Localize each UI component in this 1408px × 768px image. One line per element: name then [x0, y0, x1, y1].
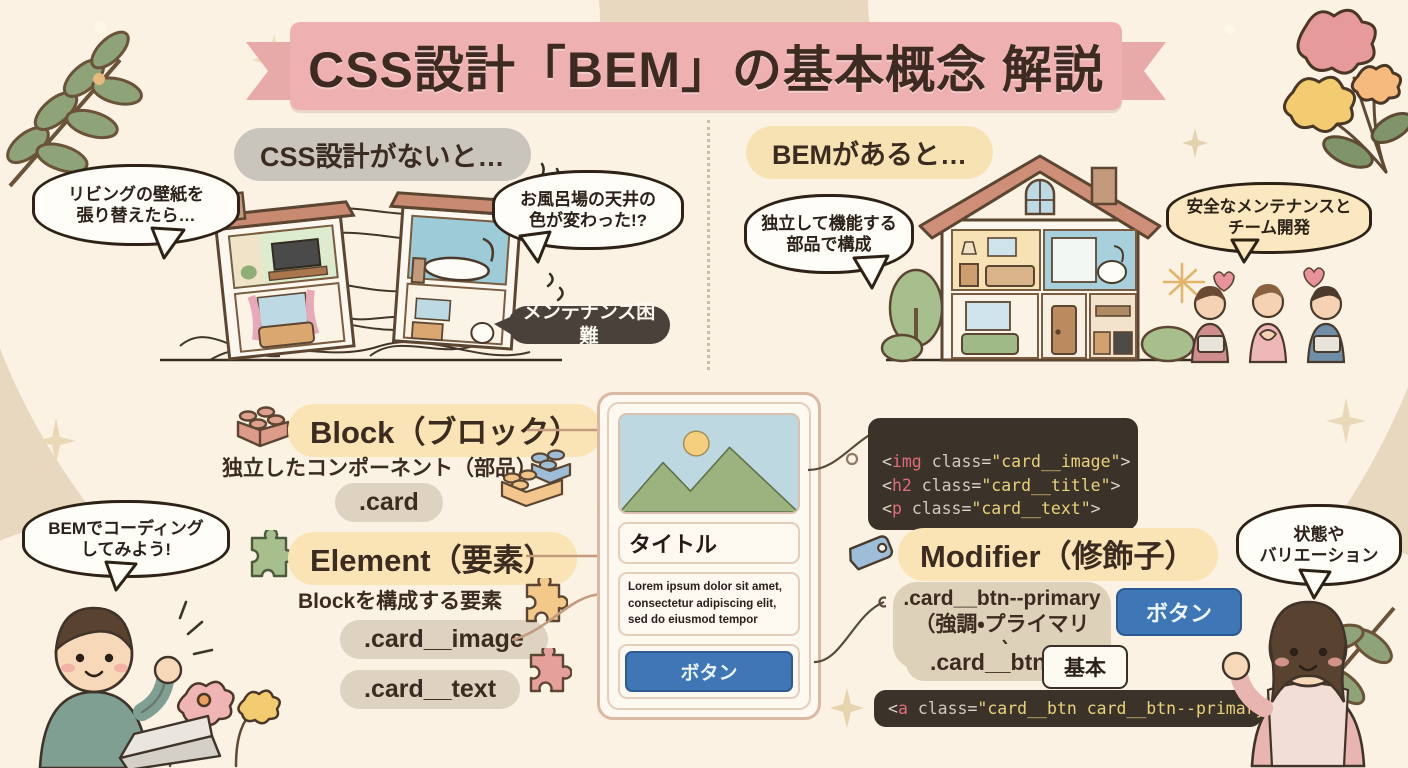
badge-maintenance-difficult-text: メンテナンス困難	[522, 302, 656, 347]
mountain-placeholder-icon	[620, 415, 798, 512]
speech-bubble-wallpaper: リビングの壁紙を 張り替えたら…	[32, 164, 240, 246]
code-tag-a: a	[897, 699, 908, 718]
speech-bubble-independent-parts-text: 独立して機能する 部品で構成	[761, 213, 897, 254]
code-attr-class-modifier: class	[917, 699, 968, 718]
code-value-card-btn-primary: card__btn card__btn--primary	[987, 699, 1266, 718]
section-divider	[707, 120, 710, 370]
code-value-card-title: card__title	[991, 475, 1101, 495]
concept-subtitle-block: 独立したコンポーネント（部品）	[222, 457, 537, 480]
concept-title-block: Block（ブロック）	[288, 404, 603, 457]
code-tag-h2: h2	[891, 475, 912, 495]
code-attr-class-1: class	[931, 452, 982, 472]
card-body-text: Lorem ipsum dolor sit amet, consectetur …	[618, 571, 800, 636]
card-mockup: タイトル Lorem ipsum dolor sit amet, consect…	[597, 392, 821, 720]
card-button[interactable]: ボタン	[625, 651, 793, 692]
chip-card-text-class: .card__text	[340, 670, 521, 709]
section-label-with-bem: BEMがあると…	[746, 126, 993, 179]
speech-bubble-safe-maintenance-text: 安全なメンテナンスと チーム開発	[1186, 198, 1352, 237]
code-tag-p: p	[891, 499, 902, 519]
concept-subtitle-element: Blockを構成する要素	[298, 590, 503, 613]
speech-bubble-independent-parts: 独立して機能する 部品で構成	[744, 194, 914, 274]
card-image-placeholder	[618, 413, 800, 514]
code-block-element: <img class="card__image"> <h2 class="car…	[868, 418, 1138, 530]
card-mockup-inner: タイトル Lorem ipsum dolor sit amet, consect…	[607, 402, 811, 710]
speech-bubble-girl: 状態や バリエーション	[1236, 504, 1402, 586]
chip-card-image-class: .card__image	[340, 620, 548, 659]
speech-bubble-bathroom-text: お風呂場の天井の 色が変わった!?	[520, 189, 656, 230]
speech-bubble-girl-text: 状態や バリエーション	[1259, 524, 1379, 565]
code-attr-class-2: class	[921, 475, 972, 495]
speech-bubble-boy-text: BEMでコーディング してみよう!	[48, 518, 204, 559]
chip-card-class: .card	[335, 483, 443, 522]
ribbon-body: CSS設計「BEM」の基本概念 解説	[290, 22, 1122, 110]
code-attr-class-3: class	[911, 499, 962, 519]
code-value-card-image: card__image	[1001, 452, 1111, 472]
card-button-wrapper: ボタン	[618, 644, 800, 699]
code-line-3: <p class="card__text">	[882, 499, 1101, 519]
code-value-card-text: card__text	[981, 499, 1081, 519]
title-ribbon: CSS設計「BEM」の基本概念 解説	[246, 22, 1166, 114]
concept-title-modifier: Modifier（修飾子）	[898, 528, 1218, 581]
card-title-text: タイトル	[618, 521, 800, 564]
speech-bubble-wallpaper-text: リビングの壁紙を 張り替えたら…	[68, 184, 204, 225]
badge-maintenance-difficult: メンテナンス困難	[508, 302, 670, 347]
concept-title-element: Element（要素）	[288, 532, 577, 585]
code-block-modifier: <a class="card__btn card__btn--primary">	[874, 690, 1285, 728]
code-line-2: <h2 class="card__title">	[882, 475, 1121, 495]
demo-button-basic[interactable]: 基本	[1042, 645, 1128, 689]
speech-bubble-boy: BEMでコーディング してみよう!	[22, 500, 230, 578]
speech-bubble-bathroom: お風呂場の天井の 色が変わった!?	[492, 170, 684, 250]
demo-button-primary[interactable]: ボタン	[1116, 588, 1243, 636]
section-label-no-css-design: CSS設計がないと…	[234, 128, 531, 181]
code-tag-img: img	[891, 452, 922, 472]
speech-bubble-safe-maintenance: 安全なメンテナンスと チーム開発	[1166, 182, 1372, 254]
page-title: CSS設計「BEM」の基本概念 解説	[308, 42, 1104, 98]
code-line-1: <img class="card__image">	[882, 452, 1131, 472]
